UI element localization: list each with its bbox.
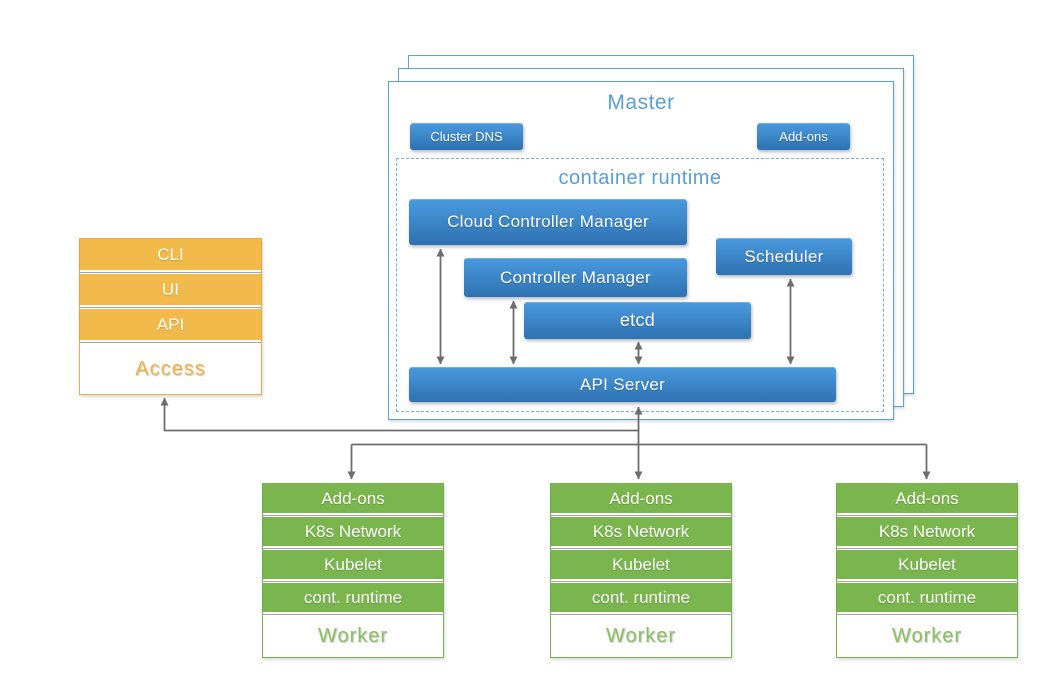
- worker-label: Worker: [891, 625, 963, 647]
- api-server-box: API Server: [409, 367, 836, 402]
- addons-master-box: Add-ons: [757, 123, 850, 150]
- access-row-cli: CLI: [80, 239, 261, 270]
- access-row-api: API: [80, 309, 261, 340]
- separator: [837, 612, 1017, 616]
- worker-label: Worker: [605, 625, 677, 647]
- worker-node-2: Add-ons K8s Network Kubelet cont. runtim…: [550, 483, 732, 658]
- access-label: Access: [135, 357, 206, 380]
- worker-row-cont-runtime: cont. runtime: [551, 583, 731, 612]
- worker-row-addons: Add-ons: [263, 484, 443, 513]
- worker-label: Worker: [317, 625, 389, 647]
- separator: [551, 612, 731, 616]
- container-runtime-box: container runtime Cloud Controller Manag…: [396, 158, 884, 412]
- controller-manager-box: Controller Manager: [464, 258, 687, 297]
- master-title: Master: [607, 91, 675, 114]
- access-row-ui: UI: [80, 274, 261, 305]
- worker-node-3: Add-ons K8s Network Kubelet cont. runtim…: [836, 483, 1018, 658]
- separator: [263, 513, 443, 517]
- container-runtime-title: container runtime: [558, 167, 722, 189]
- worker-row-k8s-network: K8s Network: [263, 517, 443, 546]
- separator: [80, 270, 261, 274]
- worker-row-k8s-network: K8s Network: [837, 517, 1017, 546]
- separator: [837, 579, 1017, 583]
- cluster-dns-box: Cluster DNS: [410, 123, 523, 150]
- worker-row-kubelet: Kubelet: [551, 550, 731, 579]
- worker-row-addons: Add-ons: [837, 484, 1017, 513]
- separator: [80, 340, 261, 344]
- worker-row-k8s-network: K8s Network: [551, 517, 731, 546]
- separator: [551, 513, 731, 517]
- worker-row-kubelet: Kubelet: [263, 550, 443, 579]
- access-box: CLI UI API Access: [79, 238, 262, 395]
- separator: [551, 546, 731, 550]
- scheduler-box: Scheduler: [716, 238, 852, 275]
- worker-row-cont-runtime: cont. runtime: [263, 583, 443, 612]
- worker-row-addons: Add-ons: [551, 484, 731, 513]
- separator: [551, 579, 731, 583]
- separator: [263, 546, 443, 550]
- separator: [837, 513, 1017, 517]
- worker-row-kubelet: Kubelet: [837, 550, 1017, 579]
- master-node-box: Master Cluster DNS Add-ons container run…: [388, 81, 894, 420]
- cloud-controller-manager-box: Cloud Controller Manager: [409, 199, 687, 245]
- separator: [263, 579, 443, 583]
- worker-row-cont-runtime: cont. runtime: [837, 583, 1017, 612]
- separator: [837, 546, 1017, 550]
- etcd-box: etcd: [524, 302, 751, 339]
- separator: [80, 305, 261, 309]
- separator: [263, 612, 443, 616]
- worker-node-1: Add-ons K8s Network Kubelet cont. runtim…: [262, 483, 444, 658]
